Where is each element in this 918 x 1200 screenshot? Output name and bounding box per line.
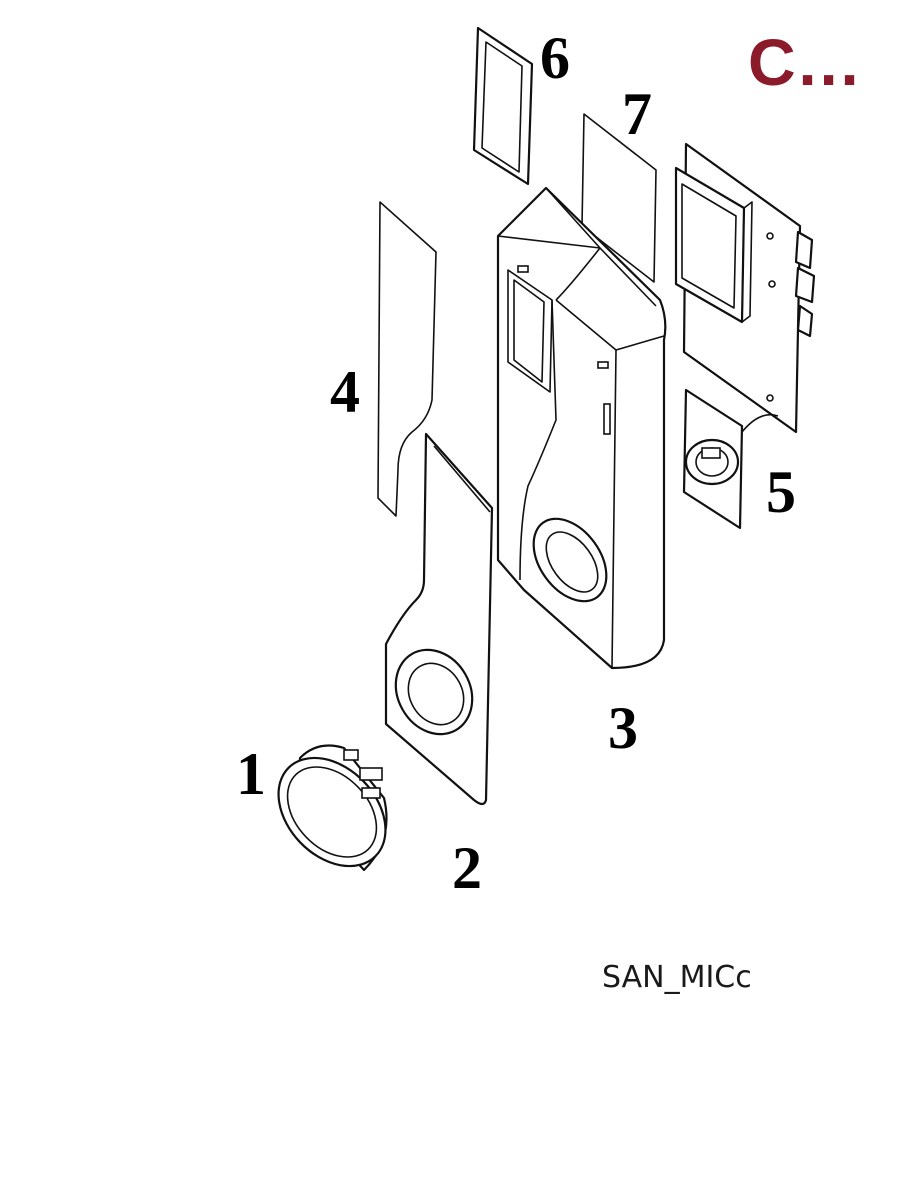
part-number-4: 4: [330, 359, 360, 425]
part-number-6: 6: [540, 25, 570, 91]
part-number-1: 1: [236, 741, 266, 807]
part-number-3: 3: [608, 695, 638, 761]
part-number-5: 5: [766, 459, 796, 525]
part-7-sheet: [581, 113, 657, 283]
part-4-label-film: [377, 201, 437, 517]
part-6-gasket: [472, 26, 534, 186]
part-3-housing: [496, 186, 667, 670]
part-number-7: 7: [622, 81, 652, 147]
part-1-button: [277, 744, 388, 872]
diagram-caption: SAN_MICc: [602, 960, 752, 995]
part-5-circuit-board: [674, 142, 816, 530]
part-2-front-panel: [384, 432, 494, 806]
page-title: C…: [748, 25, 862, 99]
part-number-2: 2: [452, 835, 482, 901]
